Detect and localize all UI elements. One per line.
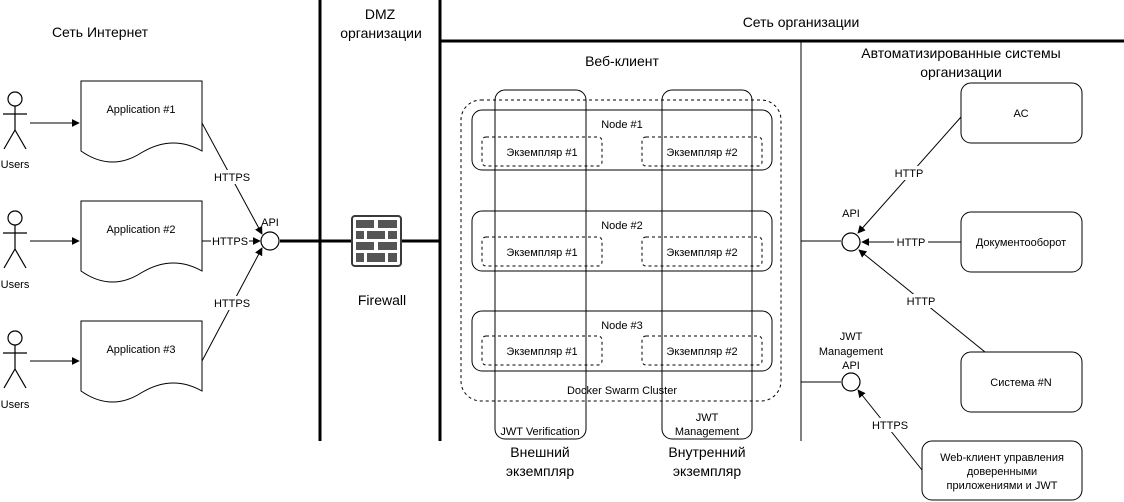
instance-label: Экземпляр #1 bbox=[506, 147, 577, 159]
internal-instance-group bbox=[661, 89, 753, 440]
instance-box bbox=[481, 136, 603, 167]
system-box bbox=[960, 82, 1083, 144]
internal-instance-caption-1: Внутренний bbox=[668, 444, 745, 460]
external-instance-role: JWT Verification bbox=[500, 426, 579, 438]
link-protocol-label: HTTPS bbox=[872, 420, 908, 432]
link-protocol-label: HTTP bbox=[907, 296, 936, 308]
zone-org-label: Сеть организации bbox=[743, 14, 860, 30]
cluster-node bbox=[471, 310, 773, 372]
user-icon bbox=[3, 330, 27, 389]
docker-swarm-cluster bbox=[460, 99, 782, 402]
firewall-brick-icon bbox=[351, 215, 402, 267]
jwt-api-label-2: Management bbox=[819, 346, 883, 358]
zone-webclient-label: Веб-клиент bbox=[585, 53, 659, 69]
external-instance-caption-1: Внешний bbox=[510, 444, 569, 460]
system-label: АС bbox=[1013, 108, 1028, 120]
jwt-client-label-3: приложениями и JWT bbox=[947, 480, 1058, 492]
user-label: Users bbox=[1, 399, 30, 411]
jwt-client-box bbox=[921, 440, 1083, 501]
instance-label: Экземпляр #2 bbox=[666, 247, 737, 259]
application-label: Application #3 bbox=[106, 344, 175, 356]
cluster-label: Docker Swarm Cluster bbox=[567, 385, 677, 397]
instance-label: Экземпляр #2 bbox=[666, 147, 737, 159]
jwt-client-label-2: доверенными bbox=[967, 466, 1037, 478]
external-instance-group bbox=[494, 89, 587, 440]
jwt-api-label-1: JWT bbox=[840, 331, 863, 343]
instance-label: Экземпляр #1 bbox=[506, 346, 577, 358]
internal-instance-role-1: JWT bbox=[696, 412, 719, 424]
zone-dmz-label-2: организации bbox=[340, 25, 422, 41]
jwt-api-endpoint-icon bbox=[841, 372, 861, 392]
application-box bbox=[80, 320, 203, 403]
system-label: Документооборот bbox=[976, 237, 1066, 249]
node-label: Node #1 bbox=[601, 119, 643, 131]
user-icon bbox=[3, 210, 27, 269]
instance-box bbox=[641, 136, 763, 167]
user-icon bbox=[3, 91, 27, 150]
cluster-node bbox=[471, 109, 773, 171]
api-endpoint-icon bbox=[260, 231, 280, 251]
zone-dmz-label-1: DMZ bbox=[365, 6, 396, 22]
instance-box bbox=[641, 236, 763, 267]
internal-instance-role-2: Management bbox=[675, 426, 739, 438]
internal-instance-caption-2: экземпляр bbox=[673, 463, 741, 479]
user-label: Users bbox=[1, 159, 30, 171]
zone-auto-label-2: организации bbox=[920, 64, 1002, 80]
external-instance-caption-2: экземпляр bbox=[506, 463, 574, 479]
jwt-api-label-3: API bbox=[842, 360, 860, 372]
org-api-endpoint-icon bbox=[841, 232, 861, 252]
instance-label: Экземпляр #2 bbox=[666, 346, 737, 358]
application-label: Application #2 bbox=[106, 224, 175, 236]
application-box bbox=[80, 80, 203, 163]
user-label: Users bbox=[1, 279, 30, 291]
instance-box bbox=[641, 335, 763, 366]
zone-auto-label-1: Автоматизированные системы bbox=[861, 45, 1060, 61]
org-api-label: API bbox=[842, 208, 860, 220]
firewall-label: Firewall bbox=[358, 292, 406, 308]
link-protocol-label: HTTPS bbox=[214, 172, 250, 184]
api-label: API bbox=[261, 217, 279, 229]
application-label: Application #1 bbox=[106, 104, 175, 116]
link-protocol-label: HTTPS bbox=[212, 236, 248, 248]
cluster-node bbox=[471, 210, 773, 272]
application-box bbox=[80, 200, 203, 283]
node-label: Node #2 bbox=[601, 220, 643, 232]
zone-internet-label: Сеть Интернет bbox=[52, 24, 149, 40]
node-label: Node #3 bbox=[601, 320, 643, 332]
link-protocol-label: HTTPS bbox=[214, 298, 250, 310]
link-protocol-label: HTTP bbox=[897, 237, 926, 249]
instance-label: Экземпляр #1 bbox=[506, 247, 577, 259]
system-box bbox=[960, 351, 1083, 413]
link-protocol-label: HTTP bbox=[895, 168, 924, 180]
instance-box bbox=[481, 335, 603, 366]
system-label: Система #N bbox=[990, 377, 1051, 389]
instance-box bbox=[481, 236, 603, 267]
jwt-client-label-1: Web-клиент управления bbox=[940, 452, 1064, 464]
